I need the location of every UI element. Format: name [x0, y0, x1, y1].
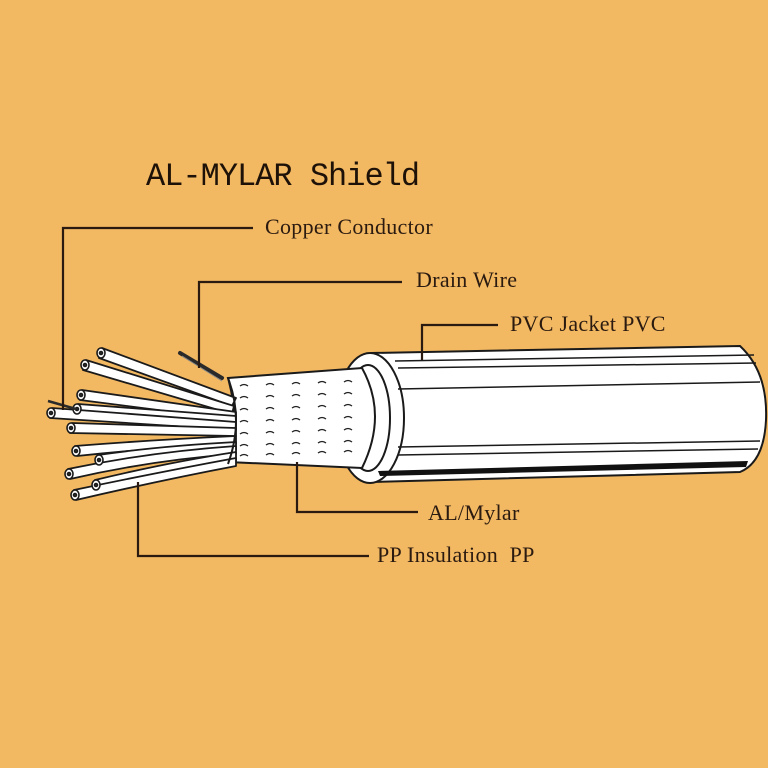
- drain-wire: [178, 351, 224, 382]
- label-pp-insulation: PP Insulation PP: [377, 542, 535, 567]
- label-drain-wire: Drain Wire: [416, 267, 518, 292]
- al-mylar-leader: [295, 462, 418, 514]
- al-mylar-shield: [226, 366, 376, 470]
- core-ends: [46, 347, 106, 501]
- label-al-mylar: AL/Mylar: [428, 500, 520, 525]
- label-pvc-jacket: PVC Jacket PVC: [510, 311, 666, 336]
- drain-wire-leader: [197, 280, 402, 368]
- label-copper-conductor: Copper Conductor: [265, 214, 433, 239]
- diagram-title: AL-MYLAR Shield: [146, 158, 420, 195]
- pvc-jacket-leader: [420, 323, 498, 360]
- leader-lines: [61, 226, 498, 558]
- shield-edge: [227, 377, 237, 465]
- pvc-jacket: [335, 344, 768, 484]
- copper-conductor-leader: [61, 226, 253, 410]
- pp-insulation-leader: [136, 482, 369, 558]
- pp-insulated-cores: [49, 347, 237, 501]
